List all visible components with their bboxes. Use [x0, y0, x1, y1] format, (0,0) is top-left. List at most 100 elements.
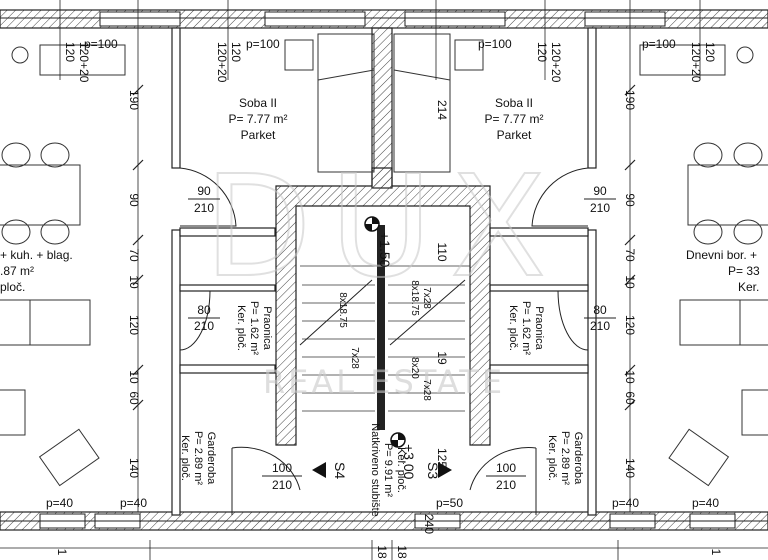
door-dim-80-right: 80	[593, 303, 607, 317]
vdim-left-7: 140	[127, 458, 141, 478]
window-p40-d: p=40	[692, 496, 719, 510]
level-marker-upper	[364, 216, 380, 232]
room-praonica-right-area: P= 1.62 m²	[520, 301, 532, 355]
dim-240: 240	[422, 514, 436, 534]
room-garderoba-right-name: Garderoba	[572, 432, 584, 485]
room-soba-right-area: P= 7.77 m²	[484, 112, 543, 126]
section-arrow-right	[438, 462, 452, 478]
room-praonica-left-floor: Ker. ploč.	[235, 305, 247, 351]
furniture-right	[639, 44, 768, 487]
top-walls	[0, 9, 768, 29]
room-garderoba-left-name: Garderoba	[205, 432, 217, 485]
window-p100-d: p=100	[642, 37, 676, 51]
stair-flight-c: 8x18.75	[409, 280, 420, 316]
room-praonica-right-name: Praonica	[533, 306, 545, 350]
room-soba-left-floor: Parket	[241, 128, 276, 142]
level-upper-label: +1.50	[377, 232, 393, 268]
furniture-left	[0, 44, 126, 487]
room-stubiste-name: Natkriveno stubište	[369, 423, 381, 517]
beds	[284, 33, 484, 173]
stair-flight-b: 7x28	[349, 347, 360, 369]
window-w120-20-b: 120+20	[215, 42, 229, 83]
room-living-right-area: P= 33	[728, 264, 760, 278]
stair-flight-d: 7x28	[421, 287, 432, 309]
door-dim-210-top-left: 210	[194, 201, 214, 215]
stairwell-core	[275, 167, 491, 446]
room-stubiste-area: P= 9.91 m²	[382, 443, 394, 497]
stair-flight-e: 8x20	[409, 357, 420, 379]
vdim-right-7: 140	[623, 458, 637, 478]
door-dim-90-top-left: 90	[197, 184, 211, 198]
door-dim-210-mid-left: 210	[194, 319, 214, 333]
window-p100-c: p=100	[478, 37, 512, 51]
window-w120-a: 120	[63, 42, 77, 62]
room-praonica-left-area: P= 1.62 m²	[248, 301, 260, 355]
window-w120-20-c: 120+20	[549, 42, 563, 83]
room-soba-right-name: Soba II	[495, 96, 533, 110]
vdim-left-5: 10	[127, 370, 141, 384]
stair-flight-f: 7x28	[421, 379, 432, 401]
room-stubiste-floor: Ker. ploč.	[395, 447, 407, 493]
room-praonica-right-floor: Ker. ploč.	[507, 305, 519, 351]
room-living-left-name: + kuh. + blag.	[0, 248, 73, 262]
window-p100-b: p=100	[246, 37, 280, 51]
door-dim-90-top-right: 90	[593, 184, 607, 198]
vdim-left-3: 10	[127, 275, 141, 289]
dim-18-b: 18	[395, 545, 409, 559]
vdim-right-1: 90	[623, 193, 637, 207]
room-soba-left-area: P= 7.77 m²	[228, 112, 287, 126]
window-p50: p=50	[436, 496, 463, 510]
dim-1-left: 1	[55, 549, 69, 556]
section-arrow-left	[312, 462, 326, 478]
room-garderoba-left-area: P= 2.89 m²	[192, 431, 204, 485]
dim-1-right: 1	[709, 549, 723, 556]
window-w120-20-d: 120+20	[689, 42, 703, 83]
window-p40-b: p=40	[120, 496, 147, 510]
door-dim-210-mid-right: 210	[590, 319, 610, 333]
room-garderoba-right-floor: Ker. ploč.	[546, 435, 558, 481]
room-living-right-name: Dnevni bor. +	[686, 248, 757, 262]
room-living-left-floor: ploč.	[0, 280, 25, 294]
door-dim-100-left: 100	[272, 461, 292, 475]
room-garderoba-left-floor: Ker. ploč.	[179, 435, 191, 481]
window-p40-a: p=40	[46, 496, 73, 510]
room-living-right-floor: Ker.	[738, 280, 759, 294]
stair-flight-a: 8x18.75	[337, 292, 348, 328]
vdim-right-2: 70	[623, 248, 637, 262]
level-lower-label: +3.00	[401, 444, 417, 480]
vdim-right-0: 190	[623, 90, 637, 110]
vdim-left-4: 120	[127, 315, 141, 335]
room-praonica-left-name: Praonica	[261, 306, 273, 350]
vdim-left-2: 70	[127, 248, 141, 262]
door-dim-80-left: 80	[197, 303, 211, 317]
level-marker-lower	[390, 432, 406, 448]
window-w120-b: 120	[229, 42, 243, 62]
vdim-right-5: 10	[623, 370, 637, 384]
window-w120-d: 120	[703, 42, 717, 62]
room-garderoba-right-area: P= 2.89 m²	[559, 431, 571, 485]
dim-214: 214	[435, 100, 449, 120]
bottom-walls	[0, 511, 768, 531]
door-dim-210-top-right: 210	[590, 201, 610, 215]
vdim-right-4: 120	[623, 315, 637, 335]
section-label-right: S3	[425, 462, 441, 479]
vdim-right-6: 60	[623, 391, 637, 405]
room-soba-left-name: Soba II	[239, 96, 277, 110]
vdim-left-1: 90	[127, 193, 141, 207]
partition-walls	[171, 27, 597, 516]
section-label-left: S4	[332, 462, 348, 479]
window-w120-20-a: 120+20	[77, 42, 91, 83]
door-dim-210-bottom-right: 210	[496, 478, 516, 492]
door-dim-210-bottom-left: 210	[272, 478, 292, 492]
vdim-left-0: 190	[127, 90, 141, 110]
room-living-left-area: .87 m²	[0, 264, 34, 278]
vdim-right-3: 10	[623, 275, 637, 289]
room-soba-right-floor: Parket	[497, 128, 532, 142]
window-p100-a: p=100	[84, 37, 118, 51]
watermark-tagline: REAL ESTATE	[263, 363, 505, 401]
dim-125: 125	[435, 448, 449, 468]
dim-19: 19	[435, 351, 449, 365]
door-dim-100-right: 100	[496, 461, 516, 475]
vdim-left-6: 60	[127, 391, 141, 405]
